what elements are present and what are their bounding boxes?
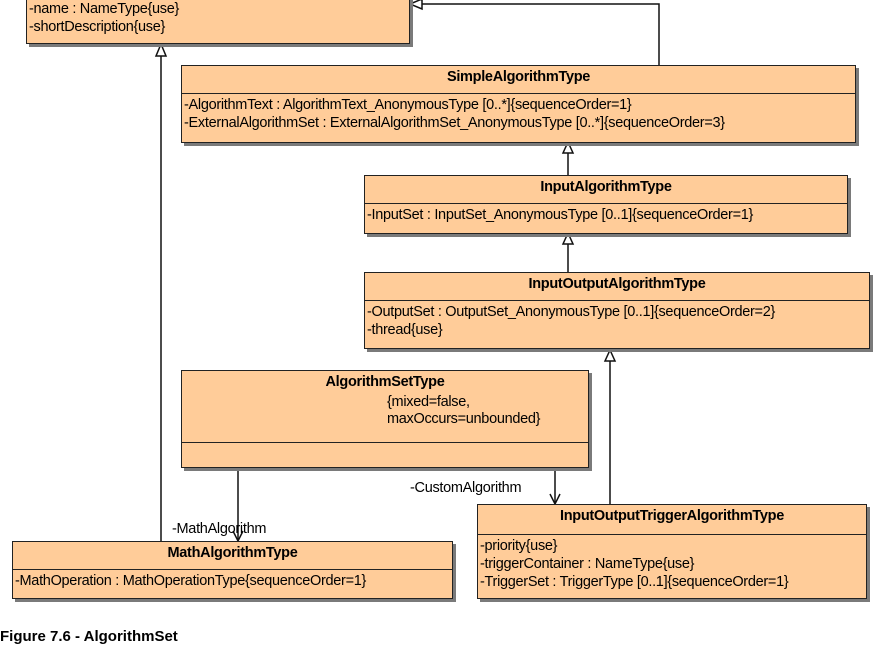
class-name: InputOutputTriggerAlgorithmType [478,505,866,535]
class-name: MathAlgorithmType [13,542,452,570]
attribute: -shortDescription{use} [29,19,166,35]
class-constraint: {mixed=false, maxOccurs=unbounded} [387,394,541,428]
attribute: -InputSet : InputSet_AnonymousType [0..1… [367,207,754,223]
generalization-arrowhead [603,348,617,362]
class-math-algorithm-type: MathAlgorithmType -MathOperation : MathO… [12,541,453,599]
class-input-output-trigger-algorithm-type: InputOutputTriggerAlgorithmType -priorit… [477,504,867,599]
role-label-custom-algorithm: -CustomAlgorithm [410,480,522,496]
base-class-partial: -name : NameType{use} -shortDescription{… [26,0,410,44]
class-name: SimpleAlgorithmType [182,66,855,94]
attribute: -AlgorithmText : AlgorithmText_Anonymous… [184,97,632,113]
class-algorithm-set-type: AlgorithmSetType {mixed=false, maxOccurs… [181,370,589,468]
class-name: AlgorithmSetType [325,374,445,390]
attribute: -ExternalAlgorithmSet : ExternalAlgorith… [184,115,725,131]
attribute: -name : NameType{use} [29,1,180,17]
generalization-arrowhead [561,231,575,245]
generalization-simple-to-base [412,3,660,65]
attribute: -priority{use} [480,538,558,554]
class-name: InputAlgorithmType [365,176,847,204]
attribute: -triggerContainer : NameType{use} [480,556,695,572]
attribute: -TriggerSet : TriggerType [0..1]{sequenc… [480,574,789,590]
attribute: -MathOperation : MathOperationType{seque… [15,573,367,589]
figure-caption: Figure 7.6 - AlgorithmSet [0,628,178,645]
class-input-output-algorithm-type: InputOutputAlgorithmType -OutputSet : Ou… [364,272,870,349]
class-name: InputOutputAlgorithmType [365,273,869,301]
class-simple-algorithm-type: SimpleAlgorithmType -AlgorithmText : Alg… [181,65,856,143]
class-input-algorithm-type: InputAlgorithmType -InputSet : InputSet_… [364,175,848,234]
generalization-arrowhead [561,140,575,154]
constraint-line: maxOccurs=unbounded} [387,411,541,427]
generalization-arrowhead [408,0,423,11]
constraint-line: {mixed=false, [387,394,470,410]
role-label-math-algorithm: -MathAlgorithm [172,521,267,537]
attribute: -thread{use} [367,322,443,338]
attribute: -OutputSet : OutputSet_AnonymousType [0.… [367,304,776,320]
generalization-arrowhead [154,42,168,57]
